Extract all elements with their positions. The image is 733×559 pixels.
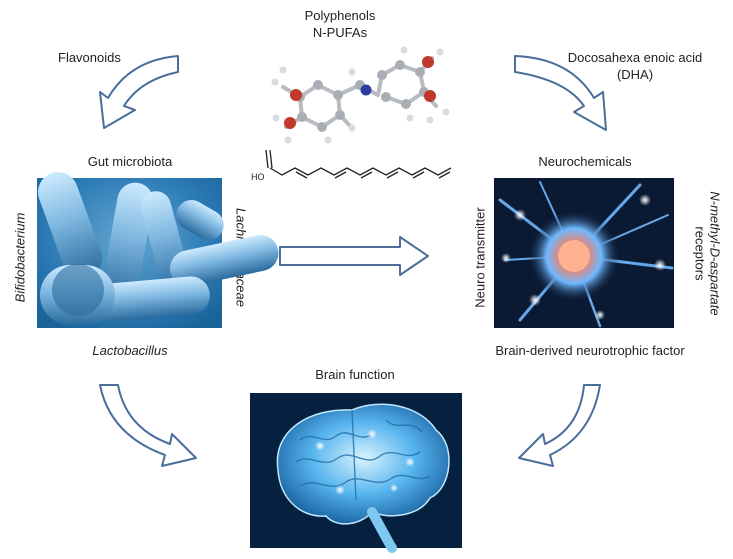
- curved-arrow-bottom-right: [518, 384, 601, 467]
- lactobacillus-label: Lactobacillus: [92, 343, 168, 358]
- gut-bacteria-image: [37, 172, 279, 328]
- curved-arrow-bottom-left: [99, 384, 197, 467]
- polyphenol-molecule: [271, 46, 450, 144]
- ho-label: HO: [251, 172, 265, 182]
- straight-arrow-middle: [279, 236, 429, 276]
- neurochemicals-label: Neurochemicals: [538, 154, 632, 169]
- flavonoids-label: Flavonoids: [58, 50, 121, 65]
- curved-arrow-top-left: [99, 55, 179, 129]
- neuron-image: [494, 178, 674, 328]
- brain-function-label: Brain function: [315, 367, 395, 382]
- bdnf-label: Brain-derived neurotrophic factor: [495, 343, 685, 358]
- n-pufas-label: N-PUFAs: [312, 25, 368, 40]
- polyphenols-label: Polyphenols: [304, 8, 376, 23]
- dha-label-line2: (DHA): [616, 67, 654, 82]
- curved-arrow-top-right: [514, 55, 607, 131]
- gut-microbiota-label: Gut microbiota: [87, 154, 173, 169]
- dha-skeletal-formula: [265, 149, 452, 179]
- dha-label-line1: Docosahexa enoic acid: [567, 50, 703, 65]
- brain-image: [250, 393, 462, 553]
